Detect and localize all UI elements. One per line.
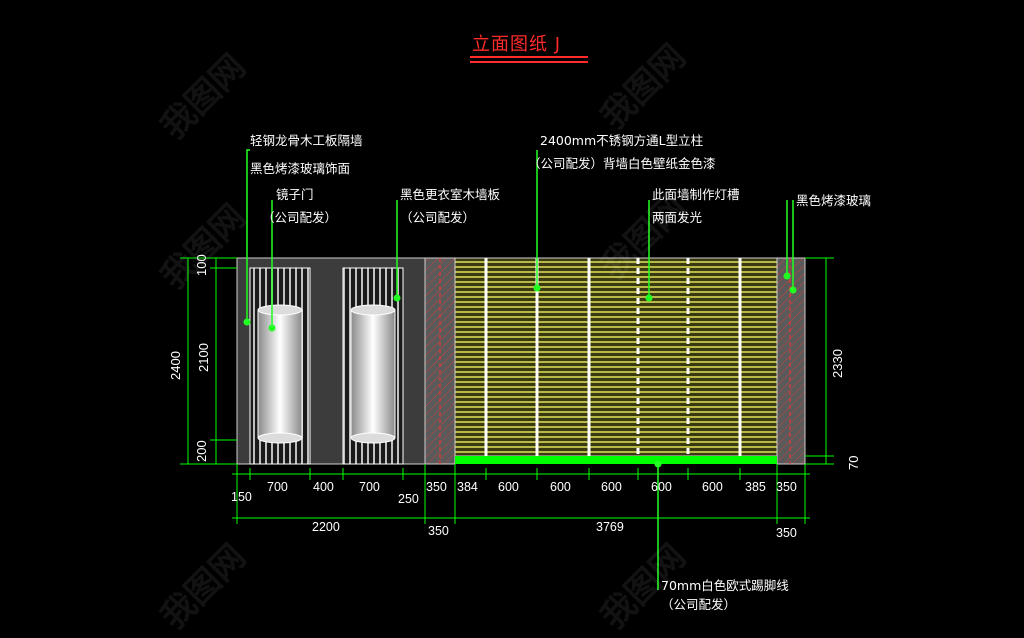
label-wardrobe-panel: 黑色更衣室木墙板 <box>400 187 501 202</box>
dim-350: 350 <box>776 526 797 540</box>
dim-2200: 2200 <box>312 520 340 534</box>
label-skirting: 70mm白色欧式踢脚线 <box>661 578 789 593</box>
door-right <box>342 267 404 465</box>
dim-left-100: 100 <box>194 254 209 276</box>
dim-400: 400 <box>313 480 334 494</box>
label-black-glass: 黑色烤漆玻璃 <box>796 193 872 208</box>
dim-600: 600 <box>498 480 519 494</box>
dim-385: 385 <box>745 480 766 494</box>
dim-600: 600 <box>702 480 723 494</box>
label-light-sides: 两面发光 <box>652 210 703 225</box>
dim-600: 600 <box>550 480 571 494</box>
label-back-wall: （公司配发）背墙白色壁纸金色漆 <box>528 156 716 171</box>
dim-384: 384 <box>457 480 478 494</box>
door-left <box>249 267 311 465</box>
label-company-supply-1: （公司配发） <box>262 210 338 225</box>
annotation-dots <box>243 272 797 468</box>
label-company-supply-2: （公司配发） <box>400 210 476 225</box>
dim-3769: 3769 <box>596 520 624 534</box>
dim-right-70: 70 <box>846 455 861 470</box>
dim-150: 150 <box>231 490 252 504</box>
label-black-glass-face: 黑色烤漆玻璃饰面 <box>250 161 351 176</box>
label-light-trough: 此面墙制作灯槽 <box>652 187 740 202</box>
dim-350: 350 <box>428 524 449 538</box>
skirting-line <box>455 456 777 464</box>
bottom-dimension-lines <box>232 464 810 524</box>
back-wall-stripes <box>454 257 778 457</box>
dim-700: 700 <box>267 480 288 494</box>
dim-600: 600 <box>651 480 672 494</box>
dim-left-2100: 2100 <box>196 343 211 372</box>
dim-350: 350 <box>426 480 447 494</box>
left-dimension-lines <box>180 257 237 465</box>
dim-left-2400: 2400 <box>168 351 183 380</box>
right-dimension-lines <box>805 257 834 465</box>
label-company-supply-3: （公司配发） <box>661 597 737 612</box>
steel-columns <box>484 258 742 456</box>
title-underline <box>470 56 588 58</box>
label-partition: 轻钢龙骨木工板隔墙 <box>250 133 363 148</box>
label-mirror-door: 镜子门 <box>276 187 314 202</box>
dim-700: 700 <box>359 480 380 494</box>
dim-250: 250 <box>398 492 419 506</box>
annotation-leaders <box>246 149 794 590</box>
dim-600: 600 <box>601 480 622 494</box>
title-underline <box>470 61 588 63</box>
dim-350: 350 <box>776 480 797 494</box>
drawing-title: 立面图纸 J <box>472 34 562 55</box>
label-l-column: 2400mm不锈钢方通L型立柱 <box>540 133 704 148</box>
dim-right-2330: 2330 <box>830 349 845 378</box>
dim-left-200: 200 <box>194 440 209 462</box>
